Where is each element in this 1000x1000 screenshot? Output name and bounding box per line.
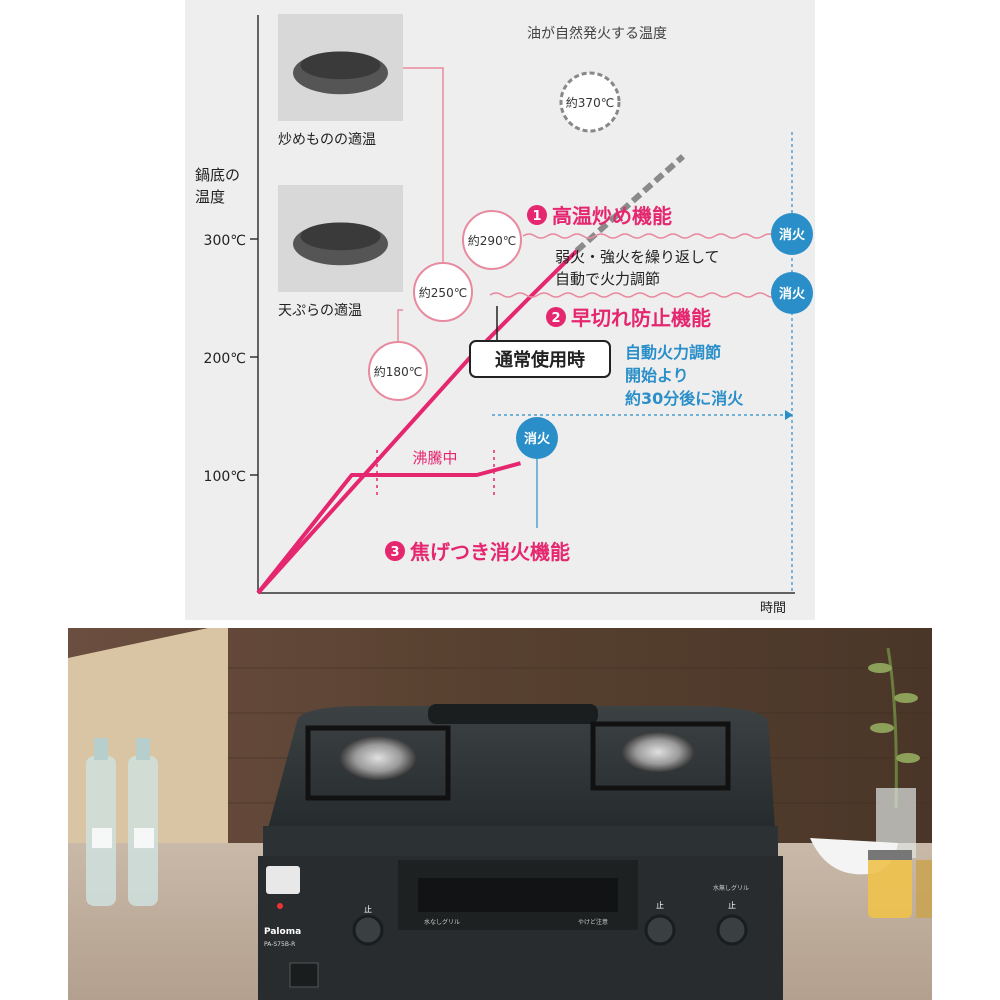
model-label: PA-S75B-R — [264, 941, 295, 948]
chart-panel: 鍋底の温度時間 100℃ 200℃ 300℃ 沸騰中 炒めものの適温天ぷらの適温 油が自然発… — [185, 0, 815, 620]
series-heating-line — [256, 249, 579, 595]
y-tick-label: 300℃ — [204, 233, 246, 249]
gas-stove-illustration: Paloma PA-S75B-R 水なしグリル やけど注意 止 止 止 水無しグ… — [68, 628, 932, 1000]
spice-jars — [868, 850, 932, 918]
boiling-label: 沸騰中 — [412, 449, 457, 467]
brand-label: Paloma — [264, 927, 301, 937]
feature1-badge — [527, 205, 547, 225]
feature2-badge — [546, 307, 566, 327]
x-axis-label: 時間 — [760, 601, 786, 616]
y-tick-label: 100℃ — [204, 469, 246, 485]
extinguish-badge-1 — [771, 213, 813, 255]
tempura-connector — [397, 309, 403, 347]
stirfry-photo-food — [300, 51, 381, 80]
marker-m250 — [413, 262, 473, 322]
grill-label: 水無しグリル — [713, 884, 749, 892]
extinguish-badge-3-label: 消火 — [524, 431, 551, 447]
stirfry-temp-label: 炒めものの適温 — [278, 131, 376, 148]
auto-desc1: 自動火力調節 — [625, 343, 721, 362]
feature1-number: 1 — [532, 209, 541, 224]
y-axis-label: 温度 — [195, 188, 225, 206]
extinguish-badge-2-label: 消火 — [779, 286, 806, 302]
product-photo: Paloma PA-S75B-R 水なしグリル やけど注意 止 止 止 水無しグ… — [68, 628, 932, 1000]
extinguish-badge-2 — [771, 272, 813, 314]
marker-label-m290: 約290℃ — [468, 233, 516, 248]
stirfry-connector — [403, 67, 444, 262]
feature1-desc2: 自動で火力調節 — [555, 270, 660, 288]
knob-stop-left: 止 — [364, 904, 372, 914]
normal-use-box — [469, 340, 611, 378]
feature2-wave — [489, 292, 779, 298]
window-label-left: 水なしグリル — [424, 918, 460, 926]
y-tick-label: 200℃ — [204, 351, 246, 367]
series-ignition-line — [574, 154, 685, 254]
feature3-number: 3 — [390, 545, 399, 560]
bottles — [86, 738, 158, 906]
auto-desc2: 開始より — [625, 366, 689, 385]
knob-stop-mid: 止 — [656, 900, 664, 910]
window-label-right: やけど注意 — [578, 918, 608, 926]
knob-stop-right: 止 — [728, 900, 736, 910]
auto-desc3: 約30分後に消火 — [625, 389, 744, 408]
oil-autoignition-label: 油が自然発火する温度 — [527, 25, 667, 42]
marker-m180 — [368, 341, 428, 401]
marker-label-m250: 約250℃ — [419, 285, 467, 300]
feature1-label: 高温炒め機能 — [552, 204, 672, 228]
series-boiling-line — [256, 461, 522, 595]
feature2-label: 早切れ防止機能 — [571, 306, 711, 330]
feature1-wave — [522, 233, 776, 239]
gas-stove — [258, 704, 783, 1000]
marker-label-m370: 約370℃ — [566, 95, 614, 110]
feature3-label: 焦げつき消火機能 — [410, 540, 570, 564]
extinguish-badge-3 — [516, 417, 558, 459]
feature2-number: 2 — [551, 311, 560, 326]
tempura-photo-food — [300, 222, 381, 251]
normal-use-label: 通常使用時 — [495, 349, 585, 371]
marker-label-m180: 約180℃ — [374, 364, 422, 379]
y-axis-label: 鍋底の — [195, 166, 240, 184]
timeline-arrowhead — [785, 410, 793, 420]
tempura-temp-label: 天ぷらの適温 — [278, 302, 362, 319]
marker-m290 — [462, 210, 522, 270]
feature1-desc1: 弱火・強火を繰り返して — [555, 248, 720, 266]
extinguish-badge-1-label: 消火 — [779, 227, 806, 243]
marker-m370 — [559, 71, 621, 133]
feature3-badge — [385, 541, 405, 561]
